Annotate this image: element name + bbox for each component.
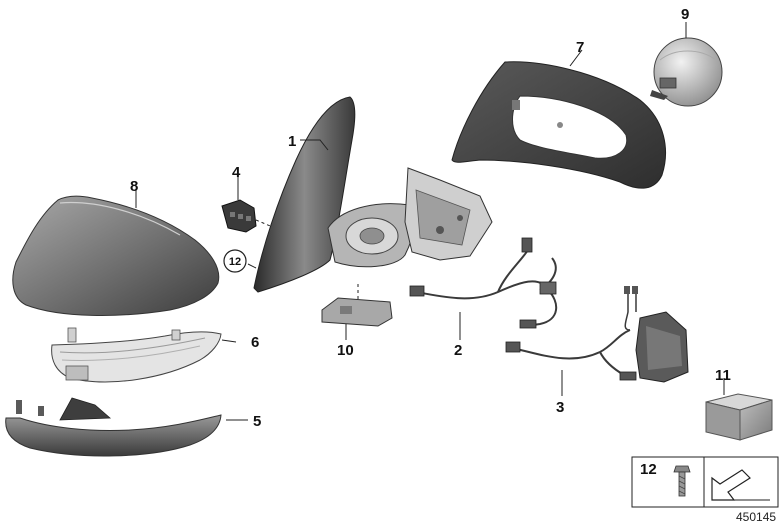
turn-signal-lens-part (51, 327, 222, 383)
callout-12-circled: 12 (223, 249, 247, 273)
fastener-legend-box: 12 (631, 456, 779, 508)
callout-12: 12 (229, 256, 241, 268)
motor-part (650, 37, 723, 107)
callout-5: 5 (253, 413, 261, 430)
callout-9: 9 (681, 6, 689, 23)
callout-11: 11 (715, 367, 731, 384)
harness-module-part (505, 286, 689, 383)
actuator-part (221, 199, 257, 233)
callout-2: 2 (454, 342, 462, 359)
bracket-plate-part (321, 297, 393, 327)
leader-lines (135, 22, 725, 421)
callout-1: 1 (288, 133, 296, 150)
mirror-cap-part (12, 195, 220, 316)
callout-8: 8 (130, 178, 138, 195)
legend-number: 12 (640, 461, 657, 478)
mirror-glass-part (253, 96, 356, 293)
direction-arrow-icon (711, 469, 770, 501)
package-box-part (705, 393, 773, 441)
wiring-harness-part (409, 237, 558, 329)
document-number: 450145 (736, 510, 776, 524)
callout-7: 7 (576, 39, 584, 56)
callout-3: 3 (556, 399, 564, 416)
callout-4: 4 (232, 164, 241, 181)
mirror-base-part (327, 167, 493, 268)
callout-10: 10 (337, 342, 354, 359)
callout-6: 6 (251, 334, 259, 351)
screw-icon (673, 465, 691, 497)
mirror-frame-part (451, 61, 667, 189)
lower-trim-part (5, 397, 222, 457)
